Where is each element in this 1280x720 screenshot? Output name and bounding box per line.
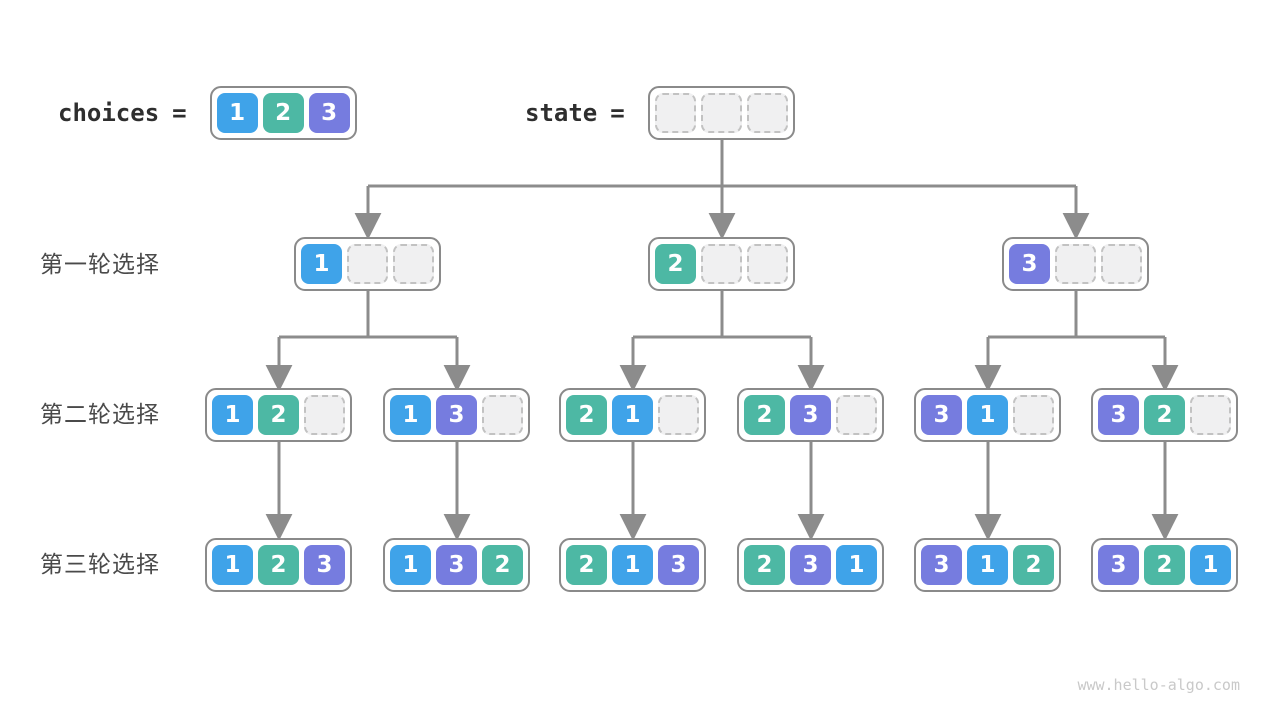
choice-cell-1: 1 [967,395,1008,435]
empty-cell [1055,244,1096,284]
choice-cell-2: 2 [1144,545,1185,585]
choice-cell-1: 1 [612,395,653,435]
empty-cell [658,395,699,435]
empty-cell [654,93,696,133]
choice-cell-3: 3 [304,545,345,585]
state-label: state [525,99,598,127]
empty-cell [304,395,345,435]
empty-cell [1101,244,1142,284]
empty-cell [393,244,434,284]
choice-cell-2: 2 [262,93,304,133]
choice-cell-1: 1 [390,545,431,585]
choice-cell-3: 3 [790,545,831,585]
choice-cell-2: 2 [744,545,785,585]
choice-cell-1: 1 [967,545,1008,585]
choice-cell-3: 3 [658,545,699,585]
choice-cell-2: 2 [482,545,523,585]
choice-cell-3: 3 [790,395,831,435]
choice-cell-3: 3 [308,93,350,133]
state-node [647,86,795,140]
choice-cell-2: 2 [566,395,607,435]
round-2-label: 第二轮选择 [40,401,160,427]
state-array-box [647,86,795,140]
choice-cell-1: 1 [301,244,342,284]
empty-cell [347,244,388,284]
choice-cell-3: 3 [436,545,477,585]
empty-cell [747,244,788,284]
choices-label: choices [58,99,160,127]
choice-cell-3: 3 [436,395,477,435]
choice-cell-2: 2 [566,545,607,585]
round-1-label: 第一轮选择 [40,251,160,277]
state-node: 2 [648,237,795,291]
empty-cell [482,395,523,435]
choice-cell-3: 3 [921,545,962,585]
empty-cell [746,93,788,133]
choices-equals-sign: = [172,99,187,127]
choice-cell-2: 2 [1144,395,1185,435]
choice-cell-2: 2 [744,395,785,435]
watermark: www.hello-algo.com [1077,676,1240,694]
choice-cell-3: 3 [1009,244,1050,284]
choice-cell-2: 2 [655,244,696,284]
state-node: 3 [1002,237,1149,291]
choice-cell-1: 1 [212,545,253,585]
choice-cell-1: 1 [836,545,877,585]
choice-cell-2: 2 [258,545,299,585]
choice-cell-1: 1 [212,395,253,435]
state-expression: state = [525,86,795,140]
state-node: 1 [294,237,441,291]
empty-cell [1013,395,1054,435]
choice-cell-3: 3 [1098,395,1139,435]
choice-cell-1: 1 [612,545,653,585]
choice-cell-1: 1 [390,395,431,435]
state-equals-sign: = [610,99,625,127]
empty-cell [1190,395,1231,435]
choice-cell-1: 1 [1190,545,1231,585]
empty-cell [701,244,742,284]
empty-cell [700,93,742,133]
choice-cell-2: 2 [1013,545,1054,585]
choice-cell-2: 2 [258,395,299,435]
empty-cell [836,395,877,435]
choice-cell-1: 1 [216,93,258,133]
choice-cell-3: 3 [1098,545,1139,585]
round-3-label: 第三轮选择 [40,551,160,577]
choice-cell-3: 3 [921,395,962,435]
